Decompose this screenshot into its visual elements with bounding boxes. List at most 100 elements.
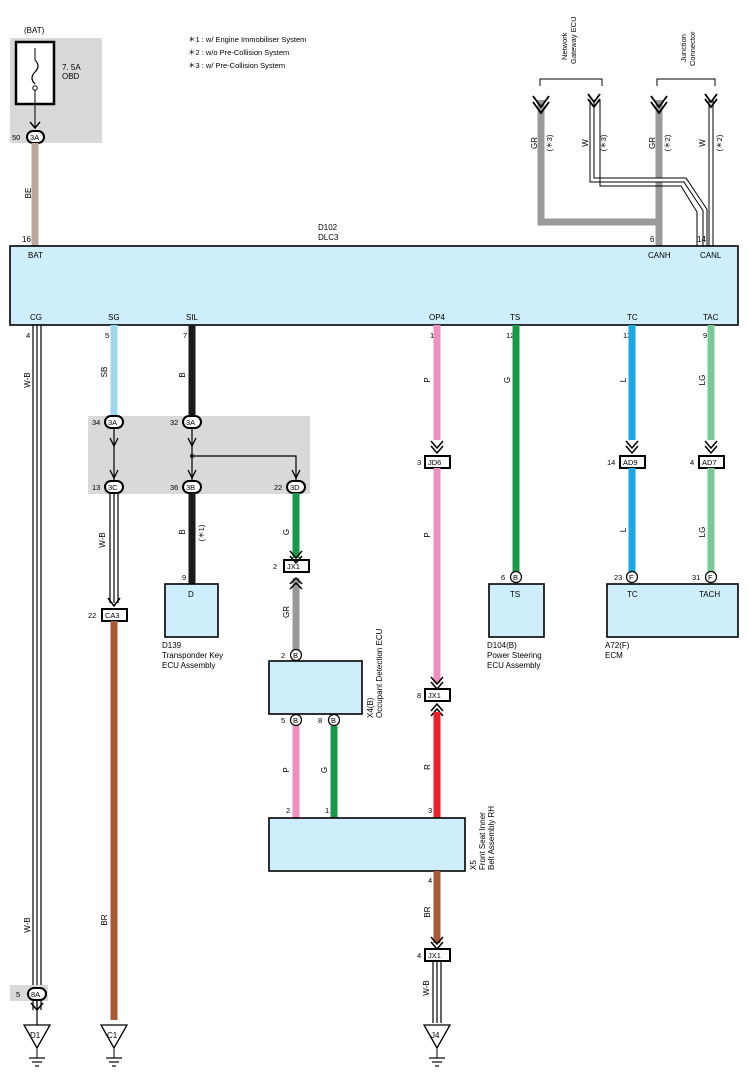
svg-text:2: 2 — [281, 651, 285, 660]
wire-label-sil-below: B — [178, 529, 187, 534]
ground-c1: C1 — [99, 1024, 129, 1067]
svg-text:SG: SG — [108, 313, 120, 322]
wire-label-cg: W-B — [23, 372, 32, 387]
connector-3b: 3B 36 — [170, 480, 202, 494]
svg-text:31: 31 — [692, 573, 700, 582]
dlc3-body — [9, 245, 739, 326]
svg-text:(＊3): (＊3) — [545, 134, 554, 151]
wire-label-be: BE — [24, 188, 33, 199]
wire-label-r: R — [423, 764, 432, 770]
wire-cg-wb — [32, 325, 42, 1010]
svg-text:B: B — [293, 651, 298, 660]
svg-text:TS: TS — [510, 313, 520, 322]
svg-text:D104(B): D104(B) — [487, 641, 517, 650]
svg-text:1: 1 — [325, 806, 329, 815]
ground-d1: D1 — [22, 1024, 52, 1067]
wire-label-j4: W-B — [422, 980, 431, 995]
svg-text:36: 36 — [170, 483, 178, 492]
wire-label-jd6: P — [423, 532, 432, 537]
svg-text:5: 5 — [105, 331, 109, 340]
svg-text:9: 9 — [703, 331, 707, 340]
svg-text:B: B — [513, 573, 518, 582]
svg-text:6: 6 — [650, 235, 655, 244]
svg-text:CG: CG — [30, 313, 42, 322]
svg-text:B: B — [331, 716, 336, 725]
svg-text:ECU Assembly: ECU Assembly — [162, 661, 215, 670]
note-2: ＊2 : w/o Pre-Collision System — [188, 48, 289, 57]
wire-label-gr-1: GR — [530, 137, 539, 149]
svg-text:3: 3 — [428, 806, 432, 815]
svg-text:22: 22 — [88, 611, 96, 620]
a72-ecm: 23 F 31 F TC TACH A72(F) ECM — [605, 570, 739, 660]
wire-label-x5-br: BR — [423, 906, 432, 917]
svg-text:4: 4 — [417, 951, 421, 960]
svg-text:D139: D139 — [162, 641, 182, 650]
fuse-icon — [31, 59, 39, 85]
connector-3c: 3C 13 — [92, 480, 124, 494]
svg-text:TC: TC — [627, 313, 638, 322]
svg-text:X5: X5 — [469, 860, 478, 870]
svg-text:TC: TC — [627, 590, 638, 599]
svg-text:50: 50 — [12, 133, 20, 142]
svg-text:ECM: ECM — [605, 651, 623, 660]
dlc3-connector: D102 DLC3 16 BAT 6 CANH 14 CANL CG SG SI… — [9, 223, 739, 340]
connector-jx1-b: JX1 8 — [417, 688, 451, 702]
wire-3c-wb — [107, 493, 121, 608]
connector-jd6: JD6 3 — [417, 455, 451, 469]
svg-text:3A: 3A — [108, 418, 117, 427]
connector-ad7: AD7 4 — [690, 455, 725, 469]
connector-3a-sg: 3A 34 — [92, 415, 124, 429]
svg-text:(＊1): (＊1) — [197, 524, 206, 541]
svg-text:2: 2 — [273, 562, 277, 571]
svg-text:6: 6 — [501, 573, 505, 582]
wire-label-cg-lower: W-B — [23, 917, 32, 932]
note-3: ＊3 : w/ Pre-Collision System — [188, 61, 285, 70]
svg-text:23: 23 — [614, 573, 622, 582]
junction-block-shade — [88, 416, 310, 494]
connector-jx1-a: JX1 2 — [273, 559, 310, 573]
svg-text:F: F — [629, 573, 634, 582]
svg-text:3C: 3C — [108, 483, 118, 492]
svg-text:13: 13 — [92, 483, 100, 492]
x5-seat-belt-assembly: 2 1 3 4 X5 Front Seat Inner Belt Assembl… — [268, 806, 496, 885]
svg-text:D: D — [188, 590, 194, 599]
wire-label-tc: L — [619, 377, 628, 382]
wire-label-ad9: L — [619, 527, 628, 532]
svg-text:3A: 3A — [30, 133, 39, 142]
wire-gr-network — [537, 100, 659, 226]
bat-source-label: (BAT) — [24, 26, 45, 35]
fuse-name: OBD — [62, 72, 80, 81]
svg-text:(＊2): (＊2) — [663, 134, 672, 151]
dlc3-code: D102 — [318, 223, 338, 232]
notes: ＊1 : w/ Engine Immobiliser System ＊2 : w… — [188, 35, 306, 70]
dlc3-name: DLC3 — [318, 233, 339, 242]
svg-text:ECU Assembly: ECU Assembly — [487, 661, 540, 670]
svg-text:(＊3): (＊3) — [599, 134, 608, 151]
svg-text:1: 1 — [430, 331, 434, 340]
wire-label-sil: B — [178, 372, 187, 377]
svg-text:TS: TS — [510, 590, 520, 599]
connector-ca3: CA3 22 — [88, 608, 128, 622]
wire-label-ad7: LG — [698, 527, 707, 538]
svg-text:(＊2): (＊2) — [715, 134, 724, 151]
fuse-rating: 7. 5A — [62, 63, 81, 72]
wire-label-gr-2: GR — [648, 137, 657, 149]
svg-text:8: 8 — [417, 691, 421, 700]
wire-w-network — [590, 100, 707, 246]
wire-label-x4-g: G — [320, 767, 329, 773]
svg-text:X4(B): X4(B) — [366, 697, 375, 718]
d139-transponder-ecu: 9 D D139 Transponder Key ECU Assembly — [162, 573, 223, 670]
wire-label-ts: G — [503, 377, 512, 383]
svg-text:2: 2 — [286, 806, 290, 815]
svg-text:Connector: Connector — [688, 31, 697, 66]
svg-text:SIL: SIL — [186, 313, 199, 322]
svg-text:Occupant Detection ECU: Occupant Detection ECU — [375, 628, 384, 718]
svg-text:3D: 3D — [290, 483, 300, 492]
wire-label-gr: GR — [282, 606, 291, 618]
svg-text:4: 4 — [690, 458, 694, 467]
svg-text:TACH: TACH — [699, 590, 720, 599]
svg-text:8: 8 — [318, 716, 322, 725]
d104-power-steering-ecu: 6 B TS D104(B) Power Steering ECU Assemb… — [487, 570, 545, 670]
svg-text:Transponder Key: Transponder Key — [162, 651, 223, 660]
svg-text:JX1: JX1 — [428, 951, 441, 960]
